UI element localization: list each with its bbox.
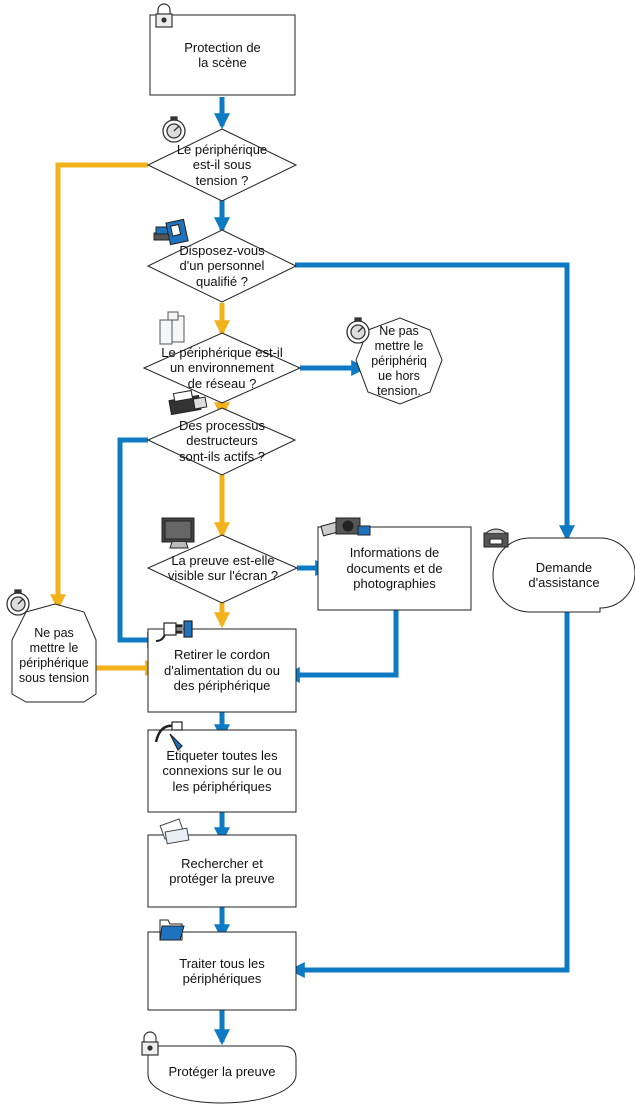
monitor-icon [161, 517, 195, 549]
node-do-not-power-on: Ne pas mettre le périphérique sous tensi… [18, 626, 90, 685]
node-network-env: Le périphérique est-il un environnement … [161, 344, 283, 391]
process-box-document-info [317, 526, 472, 611]
camera-icon [320, 517, 371, 537]
telephone-icon [483, 528, 509, 548]
node-request-assistance: Demande d'assistance [528, 559, 600, 591]
connector-document-to-unplug [283, 610, 399, 684]
octagon-do-not-power-off [355, 317, 443, 405]
node-protect-evidence: Protéger la preuve [168, 1064, 276, 1080]
padlock-icon [141, 1031, 159, 1056]
terminator-request-assistance [492, 537, 635, 613]
node-protect-scene: Protection de la scène [184, 39, 261, 71]
decision-diamond-qualified [146, 229, 298, 303]
connector-destructive-to-unplug [117, 437, 164, 649]
books-icon [153, 218, 189, 246]
evidence-bag-icon [159, 818, 190, 845]
node-evidence-visible: La preuve est-elle visible sur l'écran ? [167, 552, 279, 584]
process-box-unplug-power [147, 628, 297, 713]
stopwatch-icon [6, 589, 30, 616]
cable-tag-icon [154, 721, 183, 752]
process-box-process-devices [147, 931, 297, 1011]
printer-icon [168, 389, 208, 416]
server-icon [159, 311, 185, 345]
stopwatch-icon [162, 116, 186, 143]
power-plug-icon [155, 620, 193, 642]
decision-diamond-powered [146, 128, 298, 202]
node-search-protect: Rechercher et protéger la preuve [169, 855, 275, 887]
connector-assistance-to-process [288, 612, 570, 979]
folder-icon [159, 919, 185, 941]
decision-diamond-network [142, 332, 302, 404]
process-box-label-connections [147, 729, 297, 813]
node-label-connections: Etiqueter toutes les connexions sur le o… [162, 747, 282, 794]
node-qualified-staff: Disposez-vous d'un personnel qualifié ? [179, 242, 265, 289]
padlock-icon [155, 3, 173, 28]
decision-diamond-visible [146, 534, 299, 604]
process-box-protect-scene [149, 14, 296, 96]
connector-qualified-to-assistance [295, 262, 576, 542]
stopwatch-icon [346, 317, 370, 344]
terminator-protect-evidence [147, 1045, 297, 1104]
node-powered-on: Le périphérique est-il sous tension ? [176, 141, 268, 188]
node-unplug-power: Retirer le cordon d'alimentation du ou d… [164, 647, 280, 694]
node-destructive-processes: Des processus destructeurs sont-ils acti… [179, 417, 265, 464]
decision-diamond-destructive [146, 407, 297, 476]
node-do-not-power-off: Ne pas mettre le périphériq ue hors tens… [371, 323, 427, 398]
connector-powered-no-to-donotpoweron [49, 162, 148, 611]
octagon-do-not-power-on [11, 603, 97, 703]
process-box-search-protect [147, 834, 297, 908]
node-document-info: Informations de documents et de photogra… [346, 545, 443, 592]
node-process-devices: Traiter tous les périphériques [179, 955, 265, 987]
